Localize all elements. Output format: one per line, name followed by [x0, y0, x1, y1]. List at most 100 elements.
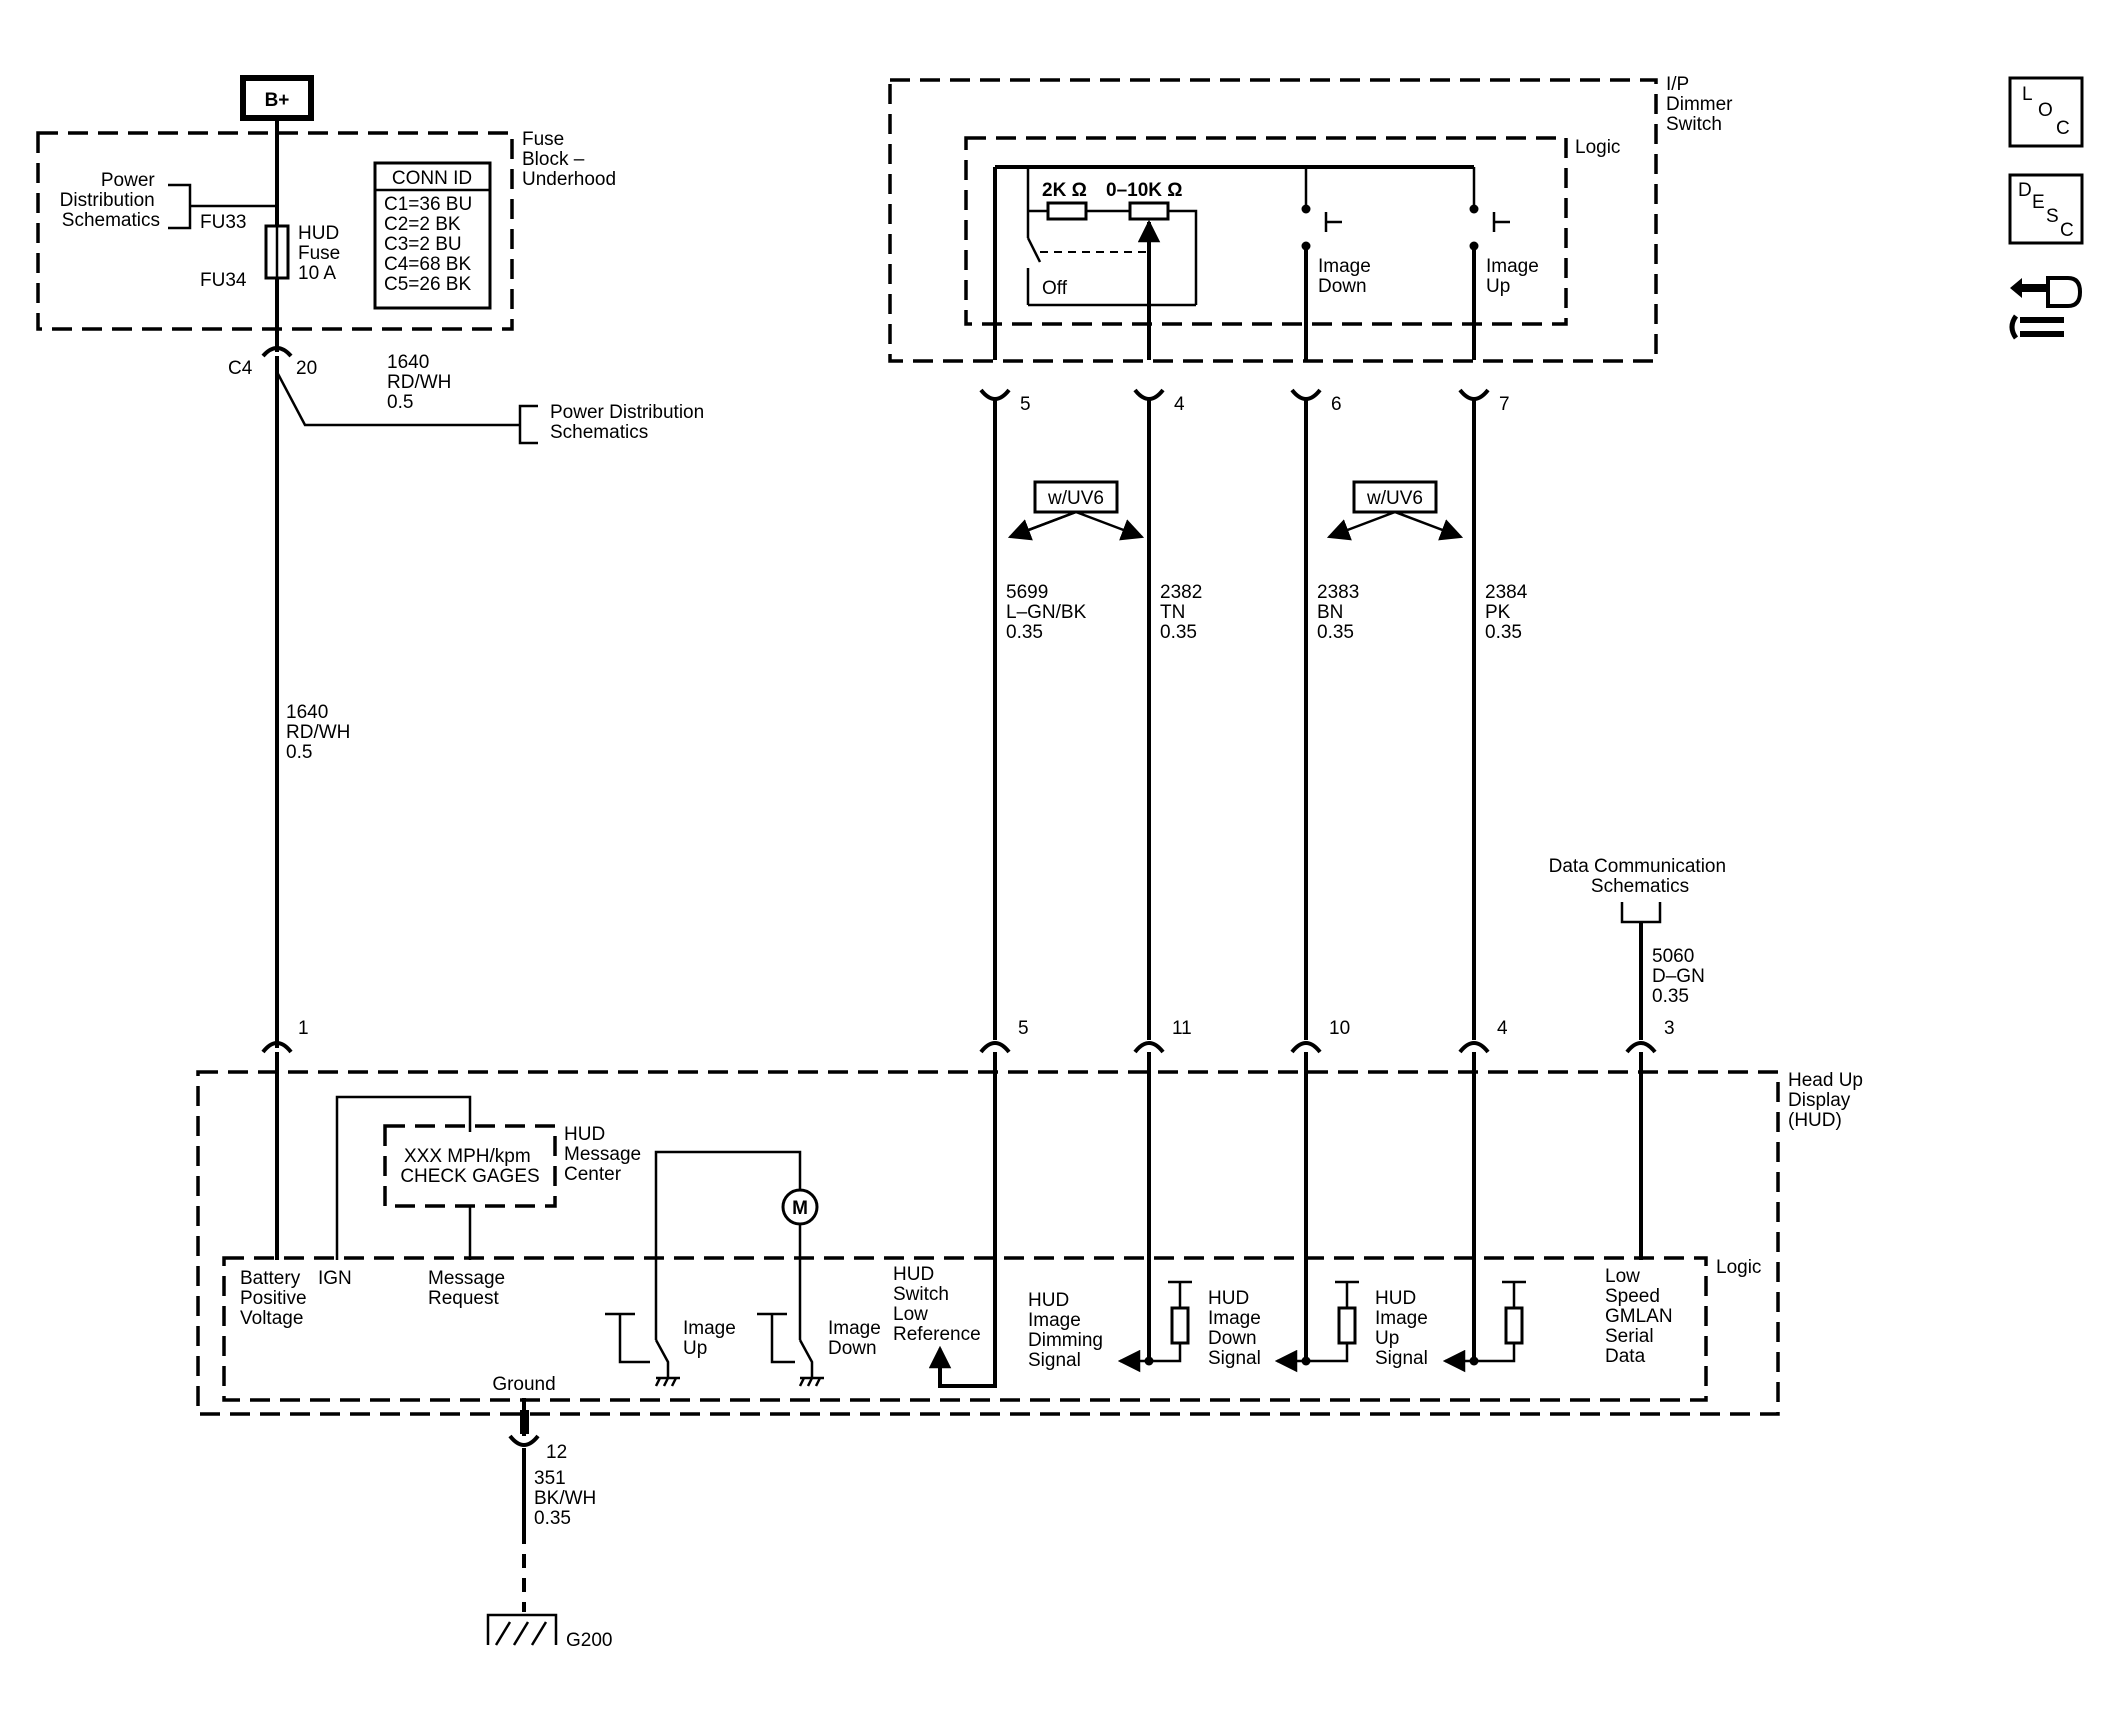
off-label: Off — [1042, 278, 1068, 299]
hud-ground-label: Ground — [492, 1374, 555, 1395]
hud-message-center-label: HUD Message Center — [564, 1124, 646, 1185]
up-pullup — [1474, 1280, 1526, 1363]
dimmer-pin-4-label: 4 — [1174, 394, 1185, 415]
hud-pin-11 — [1133, 1041, 1165, 1054]
hud-pin-1 — [261, 1041, 293, 1054]
splice-to-power-distribution — [275, 371, 520, 427]
conn-id-table — [373, 161, 492, 310]
c4-label: C4 — [228, 358, 253, 379]
g200-ground-symbol — [486, 1613, 558, 1646]
data-communication-label: Data Communication Schematics — [1549, 856, 1732, 897]
r2-return — [1168, 209, 1198, 305]
hud-pin-4 — [1458, 1041, 1490, 1054]
resistor-0-10k — [1128, 201, 1170, 221]
wire-1640-mid-label: 1640 RD/WH 0.5 — [286, 702, 356, 763]
side-toolbar: L O C D E S C — [2008, 76, 2084, 340]
dimming-pullup-resistor — [1170, 1306, 1190, 1345]
option-tag-right: w/UV6 — [1366, 488, 1423, 509]
ground-section: 12 351 BK/WH 0.35 G200 — [486, 1410, 612, 1651]
hud-image-dimming-signal-label: HUD Image Dimming Signal — [1028, 1290, 1108, 1371]
dimming-pullup — [1149, 1280, 1192, 1363]
svg-text:C: C — [2056, 118, 2070, 139]
battery-positive-voltage-label: Battery Positive Voltage — [240, 1268, 312, 1329]
wire-1640-top-label: 1640 RD/WH 0.5 — [387, 352, 457, 413]
hud-pin-10 — [1290, 1041, 1322, 1054]
dimmer-switch-section: I/P Dimmer Switch Logic Off 2K Ω 0–10K Ω… — [888, 74, 1738, 415]
ground-pin-12 — [508, 1434, 540, 1447]
hud-connector-pins: 1 5 11 10 4 3 — [261, 1018, 1675, 1054]
svg-text:E: E — [2032, 192, 2045, 213]
svg-text:S: S — [2046, 206, 2059, 227]
connector-end-view-icon[interactable] — [2009, 276, 2083, 340]
ign-label: IGN — [318, 1268, 352, 1289]
ign-wire — [335, 1095, 472, 1260]
hud-image-up-label: Image Up — [683, 1318, 741, 1359]
hud-switch-low-reference-label: HUD Switch Low Reference — [893, 1264, 981, 1345]
dimmer-connector-pins: 5 4 6 7 — [979, 388, 1510, 415]
hud-pin-5 — [979, 1041, 1011, 1054]
dimmer-pin-7-label: 7 — [1499, 394, 1510, 415]
dimmer-pin-7 — [1458, 388, 1490, 401]
conn-id-title: CONN ID — [392, 168, 472, 189]
hud-logic-label: Logic — [1716, 1257, 1761, 1278]
dimmer-switch-boundary — [888, 78, 1658, 363]
dimmer-switch-label: I/P Dimmer Switch — [1666, 74, 1738, 135]
ground-pin-12-label: 12 — [546, 1442, 567, 1463]
power-distribution-right-bracket — [518, 404, 538, 445]
hud-message-center-display: XXX MPH/kpm CHECK GAGES — [400, 1146, 539, 1187]
wire-2384-label: 2384 PK 0.35 — [1485, 582, 1533, 643]
dimmer-logic-boundary — [964, 136, 1568, 326]
dimmer-pin-6 — [1290, 388, 1322, 401]
resistor-2k — [1046, 201, 1088, 221]
hud-image-up-ground — [654, 1376, 680, 1387]
down-pullup-resistor — [1337, 1306, 1357, 1345]
hud-pin-3-label: 3 — [1664, 1018, 1675, 1039]
hud-boundary — [196, 1070, 1780, 1416]
hud-section: Head Up Display (HUD) Logic Battery Posi… — [196, 1052, 1868, 1436]
image-down-switch-actuator — [1324, 212, 1342, 232]
hud-image-up-signal-label: HUD Image Up Signal — [1375, 1288, 1433, 1369]
hud-title: Head Up Display (HUD) — [1788, 1070, 1868, 1131]
fu33-label: FU33 — [200, 212, 246, 233]
power-distribution-left-bracket — [168, 183, 277, 230]
option-tag-left-arrows — [1009, 510, 1142, 537]
description-icon[interactable]: D E S C — [2008, 173, 2084, 245]
hud-image-down-switch — [757, 1312, 814, 1378]
dimmer-logic-label: Logic — [1575, 137, 1620, 158]
ground-connector-block — [520, 1410, 529, 1434]
option-right-arrow-b — [1394, 510, 1464, 541]
option-left-arrow-a — [1007, 510, 1077, 541]
resistor-0-10k-label: 0–10K Ω — [1106, 180, 1183, 201]
dimmer-pin-5-label: 5 — [1020, 394, 1031, 415]
up-pullup-resistor — [1504, 1306, 1524, 1345]
svg-text:L: L — [2022, 84, 2033, 105]
wire-351-label: 351 BK/WH 0.35 — [534, 1468, 602, 1529]
hud-pin-3 — [1625, 1041, 1657, 1054]
off-switch-contact — [1026, 237, 1042, 263]
switch-low-reference-wire — [938, 1052, 997, 1388]
hud-pin-10-label: 10 — [1329, 1018, 1350, 1039]
wire-2383-label: 2383 BN 0.35 — [1317, 582, 1365, 643]
down-pullup — [1306, 1280, 1359, 1363]
hud-pin-5-label: 5 — [1018, 1018, 1029, 1039]
fuse-block-label: Fuse Block – Underhood — [522, 129, 616, 190]
message-request-label: Message Request — [428, 1268, 510, 1309]
image-up-label: Image Up — [1486, 256, 1544, 297]
dimmer-pin-6-label: 6 — [1331, 394, 1342, 415]
hud-pin-11-label: 11 — [1172, 1018, 1192, 1039]
image-up-switch-actuator — [1492, 212, 1510, 232]
option-right-arrow-a — [1326, 510, 1396, 541]
svg-text:D: D — [2018, 180, 2032, 201]
b-plus-label: B+ — [265, 90, 290, 111]
hud-fuse-label: HUD Fuse 10 A — [298, 223, 346, 284]
location-icon[interactable]: L O C — [2008, 76, 2084, 148]
c4-connector — [261, 346, 293, 358]
data-communication-section: Data Communication Schematics 5060 D–GN … — [1549, 856, 1732, 1040]
image-down-label: Image Down — [1318, 256, 1376, 297]
conn-id-list: C1=36 BU C2=2 BK C3=2 BU C4=68 BK C5=26 … — [384, 194, 477, 295]
low-speed-gmlan-label: Low Speed GMLAN Serial Data — [1605, 1266, 1678, 1367]
g200-label: G200 — [566, 1630, 612, 1651]
pin-20-label: 20 — [296, 358, 317, 379]
hud-image-up-switch — [605, 1312, 670, 1378]
